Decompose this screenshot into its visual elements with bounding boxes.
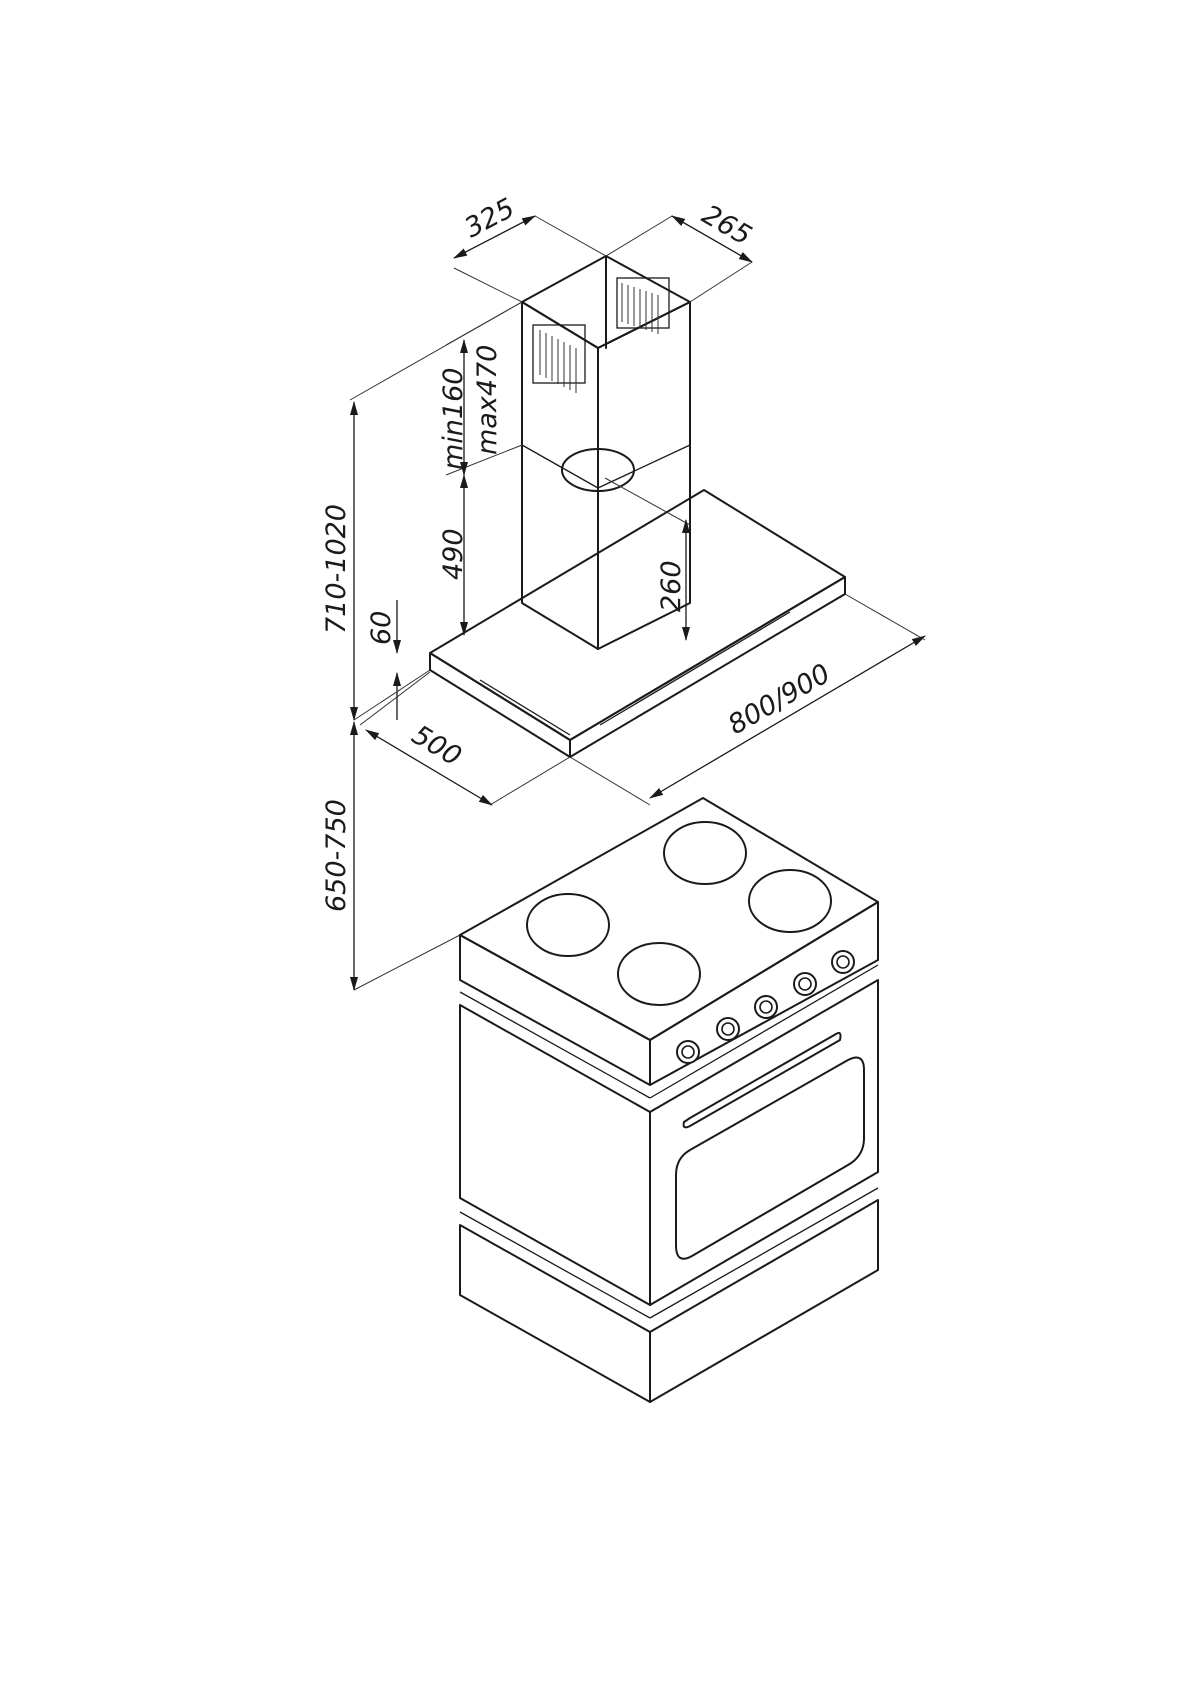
dim-chimney-depth: 265 (697, 199, 757, 252)
knob-icon (832, 951, 854, 973)
knob-icon (677, 1041, 699, 1063)
dim-max-upper: max470 (472, 345, 503, 455)
dim-mount-height: 650-750 (321, 799, 352, 912)
oven-window (676, 1058, 864, 1259)
dim-hood-depth: 500 (406, 719, 466, 772)
burner-icon (749, 870, 831, 932)
dim-total-height: 710-1020 (321, 504, 352, 634)
dim-min-upper: min160 (438, 368, 469, 470)
hob-top (460, 798, 878, 1085)
burner-icon (664, 822, 746, 884)
dim-canopy-height: 60 (366, 611, 397, 645)
dimension-labels: 325 265 min160 max470 490 260 710-1020 6… (321, 193, 836, 912)
dim-inlet-offset: 260 (656, 560, 687, 612)
dim-chimney-width: 325 (460, 193, 520, 245)
knob-icon (755, 996, 777, 1018)
burner-icon (527, 894, 609, 956)
dim-hood-width: 800/900 (723, 658, 836, 741)
burner-icon (618, 943, 700, 1005)
cooker (460, 798, 878, 1402)
knob-icon (717, 1018, 739, 1040)
dimension-lines (350, 216, 925, 990)
knob-icon (794, 973, 816, 995)
oven-body (460, 965, 878, 1305)
hood-canopy (430, 490, 845, 757)
dim-lower-chimney: 490 (438, 528, 469, 580)
